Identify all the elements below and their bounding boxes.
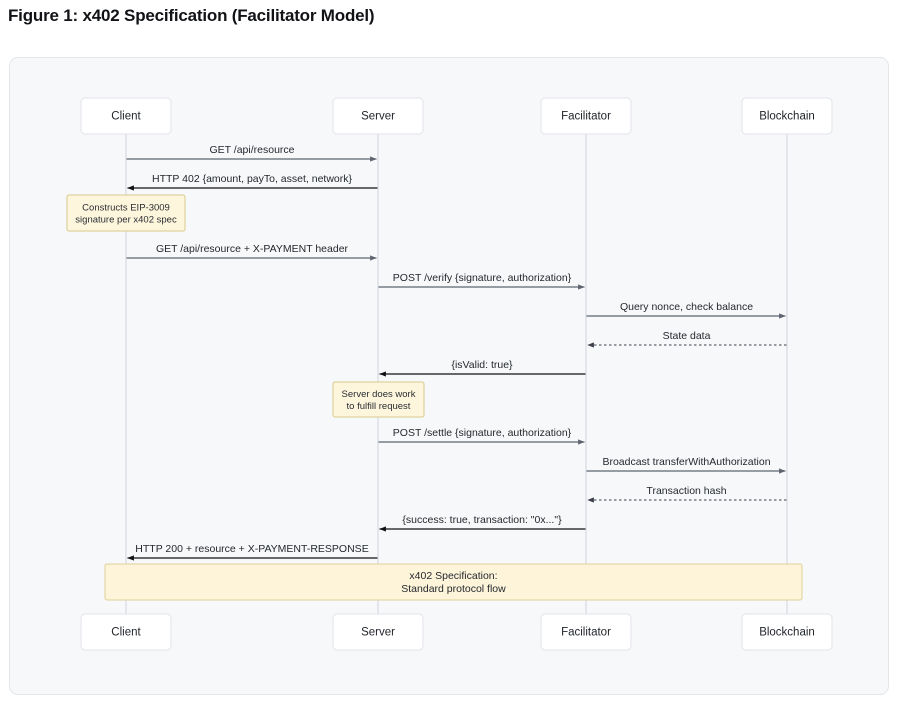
message-11-facilitator-to-server[interactable]: {success: true, transaction: "0x..."} [379,514,586,532]
lifelines-layer [125,134,788,614]
message-label: POST /settle {signature, authorization} [393,427,572,439]
message-label: GET /api/resource + X-PAYMENT header [156,243,349,255]
actor-client-top[interactable]: Client [80,97,172,135]
actor-label: Server [361,111,395,123]
actor-blockchain-top[interactable]: Blockchain [741,97,833,135]
actor-blockchain-bottom[interactable]: Blockchain [741,613,833,651]
message-label: POST /verify {signature, authorization} [393,272,572,284]
message-label: {isValid: true} [451,359,513,371]
actor-box [332,613,424,651]
actor-box [741,613,833,651]
actor-label: Client [111,627,141,639]
message-label: GET /api/resource [209,144,294,156]
message-label: State data [663,330,711,342]
actor-label: Blockchain [759,111,815,123]
message-10-blockchain-to-facilitator[interactable]: Transaction hash [587,485,787,503]
message-4-server-to-facilitator[interactable]: POST /verify {signature, authorization} [378,272,585,290]
actor-box [741,97,833,135]
note-box [66,194,186,232]
actor-label: Blockchain [759,627,815,639]
note-line: signature per x402 spec [75,215,177,226]
message-2-server-to-client[interactable]: HTTP 402 {amount, payTo, asset, network} [127,173,378,191]
message-9-facilitator-to-blockchain[interactable]: Broadcast transferWithAuthorization [586,456,786,474]
actor-box [80,613,172,651]
note-line: Constructs EIP-3009 [82,203,170,214]
page-title: Figure 1: x402 Specification (Facilitato… [8,6,375,25]
actor-client-bottom[interactable]: Client [80,613,172,651]
message-3-client-to-server[interactable]: GET /api/resource + X-PAYMENT header [126,243,377,261]
message-5-facilitator-to-blockchain[interactable]: Query nonce, check balance [586,301,786,319]
message-7-facilitator-to-server[interactable]: {isValid: true} [379,359,586,377]
message-label: Transaction hash [646,485,726,497]
actor-label: Facilitator [561,627,611,639]
message-12-server-to-client[interactable]: HTTP 200 + resource + X-PAYMENT-RESPONSE [127,543,378,561]
actor-facilitator-bottom[interactable]: Facilitator [540,613,632,651]
message-label: {success: true, transaction: "0x..."} [402,514,562,526]
banner-line: Standard protocol flow [401,583,506,595]
note-line: to fulfill request [347,401,411,412]
note-box [332,381,425,418]
note-line: Server does work [342,389,416,400]
actor-label: Client [111,111,141,123]
banner-x402-spec[interactable]: x402 Specification:Standard protocol flo… [104,563,803,601]
message-label: HTTP 402 {amount, payTo, asset, network} [152,173,352,185]
actors-top-layer: Client Server Facilitator Blockchain [80,97,833,135]
message-8-server-to-facilitator[interactable]: POST /settle {signature, authorization} [378,427,585,445]
banner-line: x402 Specification: [409,570,497,582]
actor-server-bottom[interactable]: Server [332,613,424,651]
message-6-blockchain-to-facilitator[interactable]: State data [587,330,787,348]
actor-facilitator-top[interactable]: Facilitator [540,97,632,135]
message-label: HTTP 200 + resource + X-PAYMENT-RESPONSE [135,543,368,555]
actor-box [540,97,632,135]
actor-server-top[interactable]: Server [332,97,424,135]
message-label: Query nonce, check balance [620,301,753,313]
actor-label: Facilitator [561,111,611,123]
message-label: Broadcast transferWithAuthorization [602,456,770,468]
message-1-client-to-server[interactable]: GET /api/resource [126,144,377,162]
actor-box [332,97,424,135]
banner-layer: x402 Specification:Standard protocol flo… [104,563,803,601]
actors-bottom-layer: Client Server Facilitator Blockchain [80,613,833,651]
actor-label: Server [361,627,395,639]
banner-box [104,563,803,601]
actor-box [80,97,172,135]
actor-box [540,613,632,651]
